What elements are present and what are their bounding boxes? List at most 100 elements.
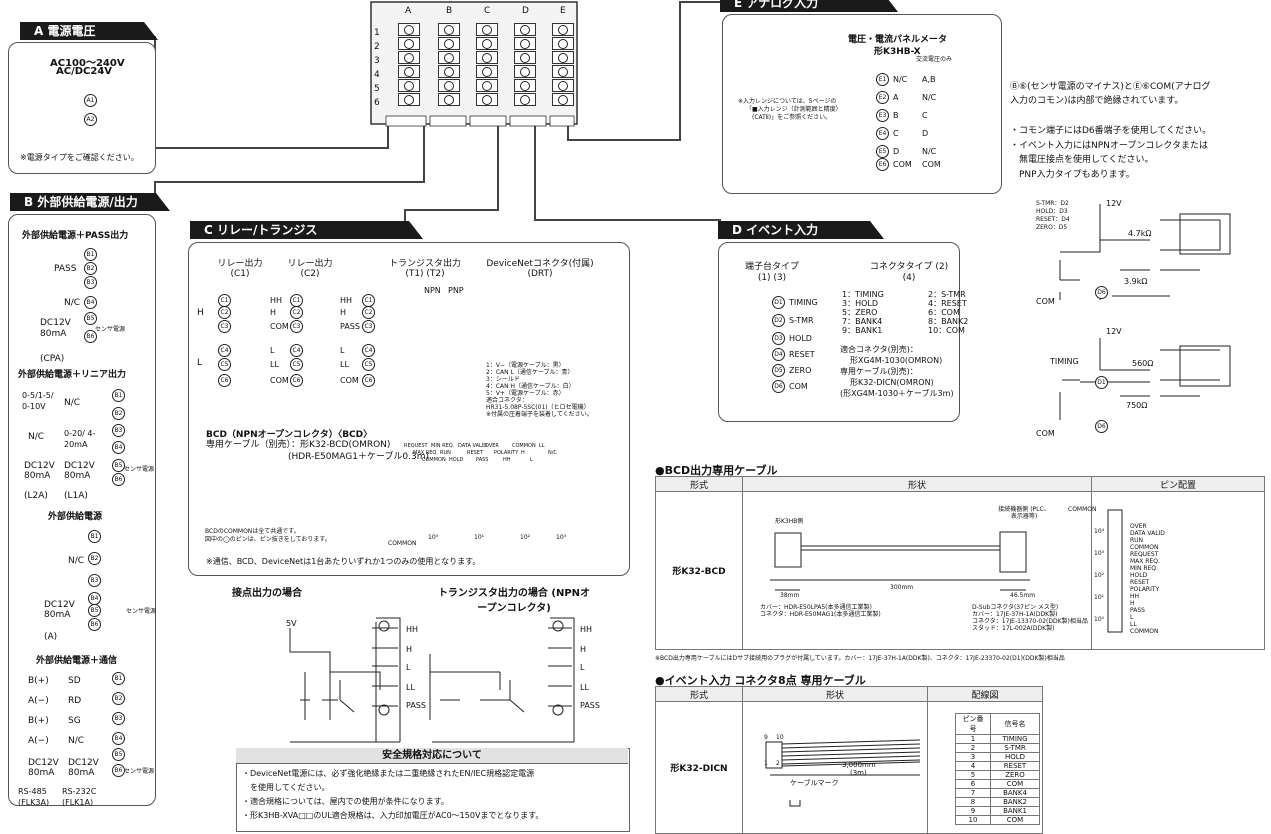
bcd-pin-label: LL [1130, 621, 1137, 628]
terminal-screw [438, 65, 460, 78]
c-pin: C5 [362, 358, 375, 371]
b-lin-ma: 0-20/ 4-20mA [64, 429, 96, 449]
circuit1-label: HOLD：D3 [1036, 208, 1068, 215]
block-col-a: A [405, 6, 412, 16]
c-dnet-note: HR31-5.08P-5SC(01)（ヒロセ電機） [486, 404, 590, 411]
c-dnet-note: ※付属の圧着端子を装着してください。 [486, 411, 593, 418]
b-pin: B3 [112, 712, 125, 725]
contact-out: LL [406, 683, 415, 692]
d-conn-left: 1：TIMING [842, 290, 884, 299]
bcd-pin-label: L [1130, 614, 1134, 621]
c-pin: C3 [362, 320, 375, 333]
d-term-label: ZERO [789, 366, 812, 375]
b-comm-l2: A(−) [28, 696, 49, 706]
b-pin: B6 [88, 618, 101, 631]
e-col2: C [922, 111, 928, 120]
box-b [8, 214, 156, 806]
screw-head-icon [444, 25, 454, 35]
terminal-screw [438, 51, 460, 64]
b-dc12: DC12V [40, 318, 71, 328]
c-pin: C6 [218, 374, 231, 387]
b-comm-m2: RD [68, 696, 82, 706]
event-pin-head-sig: 信号名 [990, 713, 1040, 735]
terminal-screw [398, 79, 420, 92]
d-conn-note: 専用ケーブル(別売)： [840, 367, 918, 376]
c-c2-label: HH [270, 296, 283, 305]
right-note: PNP入力タイプもあります。 [1010, 170, 1135, 180]
d-conn-right: 2：S-TMR [928, 290, 966, 299]
bcd-pin-label: COMMON [1130, 544, 1159, 551]
b-80ma: 80mA [40, 329, 67, 339]
event-pin-signal: S-TMR [990, 743, 1040, 753]
d-conn-right: 8：BANK2 [928, 317, 969, 326]
terminal-screw [476, 51, 498, 64]
e-col1: B [893, 111, 899, 120]
right-note: 入力のコモン)は内部で絶縁されています。 [1010, 96, 1184, 106]
terminal-screw [438, 79, 460, 92]
contact-out: H [406, 645, 413, 654]
b-lin-nc: N/C [64, 398, 81, 408]
c-tr-label: HH [340, 296, 353, 305]
d-pin: D3 [772, 332, 785, 345]
b-pin: B1 [112, 672, 125, 685]
right-note: ・イベント入力にはNPNオープンコレクタまたは [1010, 141, 1208, 151]
event-pin-2: 2 [776, 760, 780, 767]
bcd-d2: 46.5mm [1010, 592, 1036, 599]
terminal-screw [398, 37, 420, 50]
c-bcd-note2: 図中の◯のピンは、ピン抜きをしております。 [205, 536, 331, 543]
screw-head-icon [558, 53, 568, 63]
screw-head-icon [482, 67, 492, 77]
b-sensor-2: センサ電源 [124, 466, 155, 473]
bcd-right-note-2: カバー：17JE-37H-1A(DDK製) [972, 611, 1058, 618]
block-row-3: 3 [374, 56, 380, 66]
a-pin-1: A1 [84, 94, 97, 107]
screw-head-icon [482, 81, 492, 91]
c-c1-h: H [197, 308, 204, 318]
c-bcd-cable2: (HDR-E50MAG1＋ケーブル0.3m) [288, 452, 429, 462]
event-pin-num: 3 [955, 752, 991, 762]
c-bcd-label: N/C [548, 450, 557, 456]
d-conn-right: 10：COM [928, 326, 965, 335]
terminal-screw [438, 93, 460, 106]
event-pin-signal: TIMING [990, 734, 1040, 744]
c-c2-label: H [270, 308, 277, 317]
d-pin: D2 [772, 314, 785, 327]
b-pin: B2 [112, 407, 125, 420]
c-bcd-title: BCD（NPNオープンコレクタ）〈BCD〉 [206, 430, 373, 440]
contact-out: L [406, 663, 411, 672]
e-col2: COM [922, 160, 941, 169]
bcd-cable-table: 形式形状ピン配置 形K32-BCD [655, 476, 1265, 650]
c-tr: トランジスタ出力 (T1) (T2) [388, 259, 461, 279]
e-col2: A,B [922, 75, 936, 84]
event-cable-section: ●イベント入力 コネクタ8点 専用ケーブル [655, 674, 866, 687]
b-comm-l1: B(+) [28, 676, 49, 686]
c-relay2: リレー出力 (C2) [287, 259, 333, 279]
event-pin-num: 1 [955, 734, 991, 744]
b-ext-80ma: 80mA [44, 610, 71, 620]
screw-head-icon [444, 67, 454, 77]
b-pin: B2 [88, 552, 101, 565]
safety-line: ・形K3HB-XVA□□のUL適合規格は、入力印加電圧がAC0～150Vまでとな… [242, 811, 544, 820]
circuit1-com: COM [1036, 297, 1055, 306]
b-lin-dc12-a: DC12V [24, 461, 55, 471]
c-bcd-label: POLARITY [494, 450, 519, 456]
c-dnet-note: 適合コネクタ： [486, 397, 528, 404]
b-l2a: (L2A) [24, 491, 48, 501]
transistor-out: PASS [580, 701, 600, 710]
c-bcd-label: MAX REQ. [413, 450, 438, 456]
event-pin-9: 9 [764, 734, 768, 741]
e-col2: N/C [922, 147, 937, 156]
terminal-screw [398, 93, 420, 106]
bcd-power: 10³ [1094, 550, 1105, 557]
circuit1-label: RESET：D4 [1036, 216, 1070, 223]
c-bcd-label: HOLD [449, 457, 464, 463]
c-tr-label: PASS [340, 322, 360, 331]
b-lin-dc12-b: DC12V [64, 461, 95, 471]
e-col1: N/C [893, 75, 908, 84]
bcd-pin-label: H [1130, 600, 1135, 607]
header-b: B 外部供給電源/出力 [10, 193, 170, 211]
screw-head-icon [482, 39, 492, 49]
header-a: A 電源電圧 [20, 22, 158, 40]
c-pin: C3 [218, 320, 231, 333]
